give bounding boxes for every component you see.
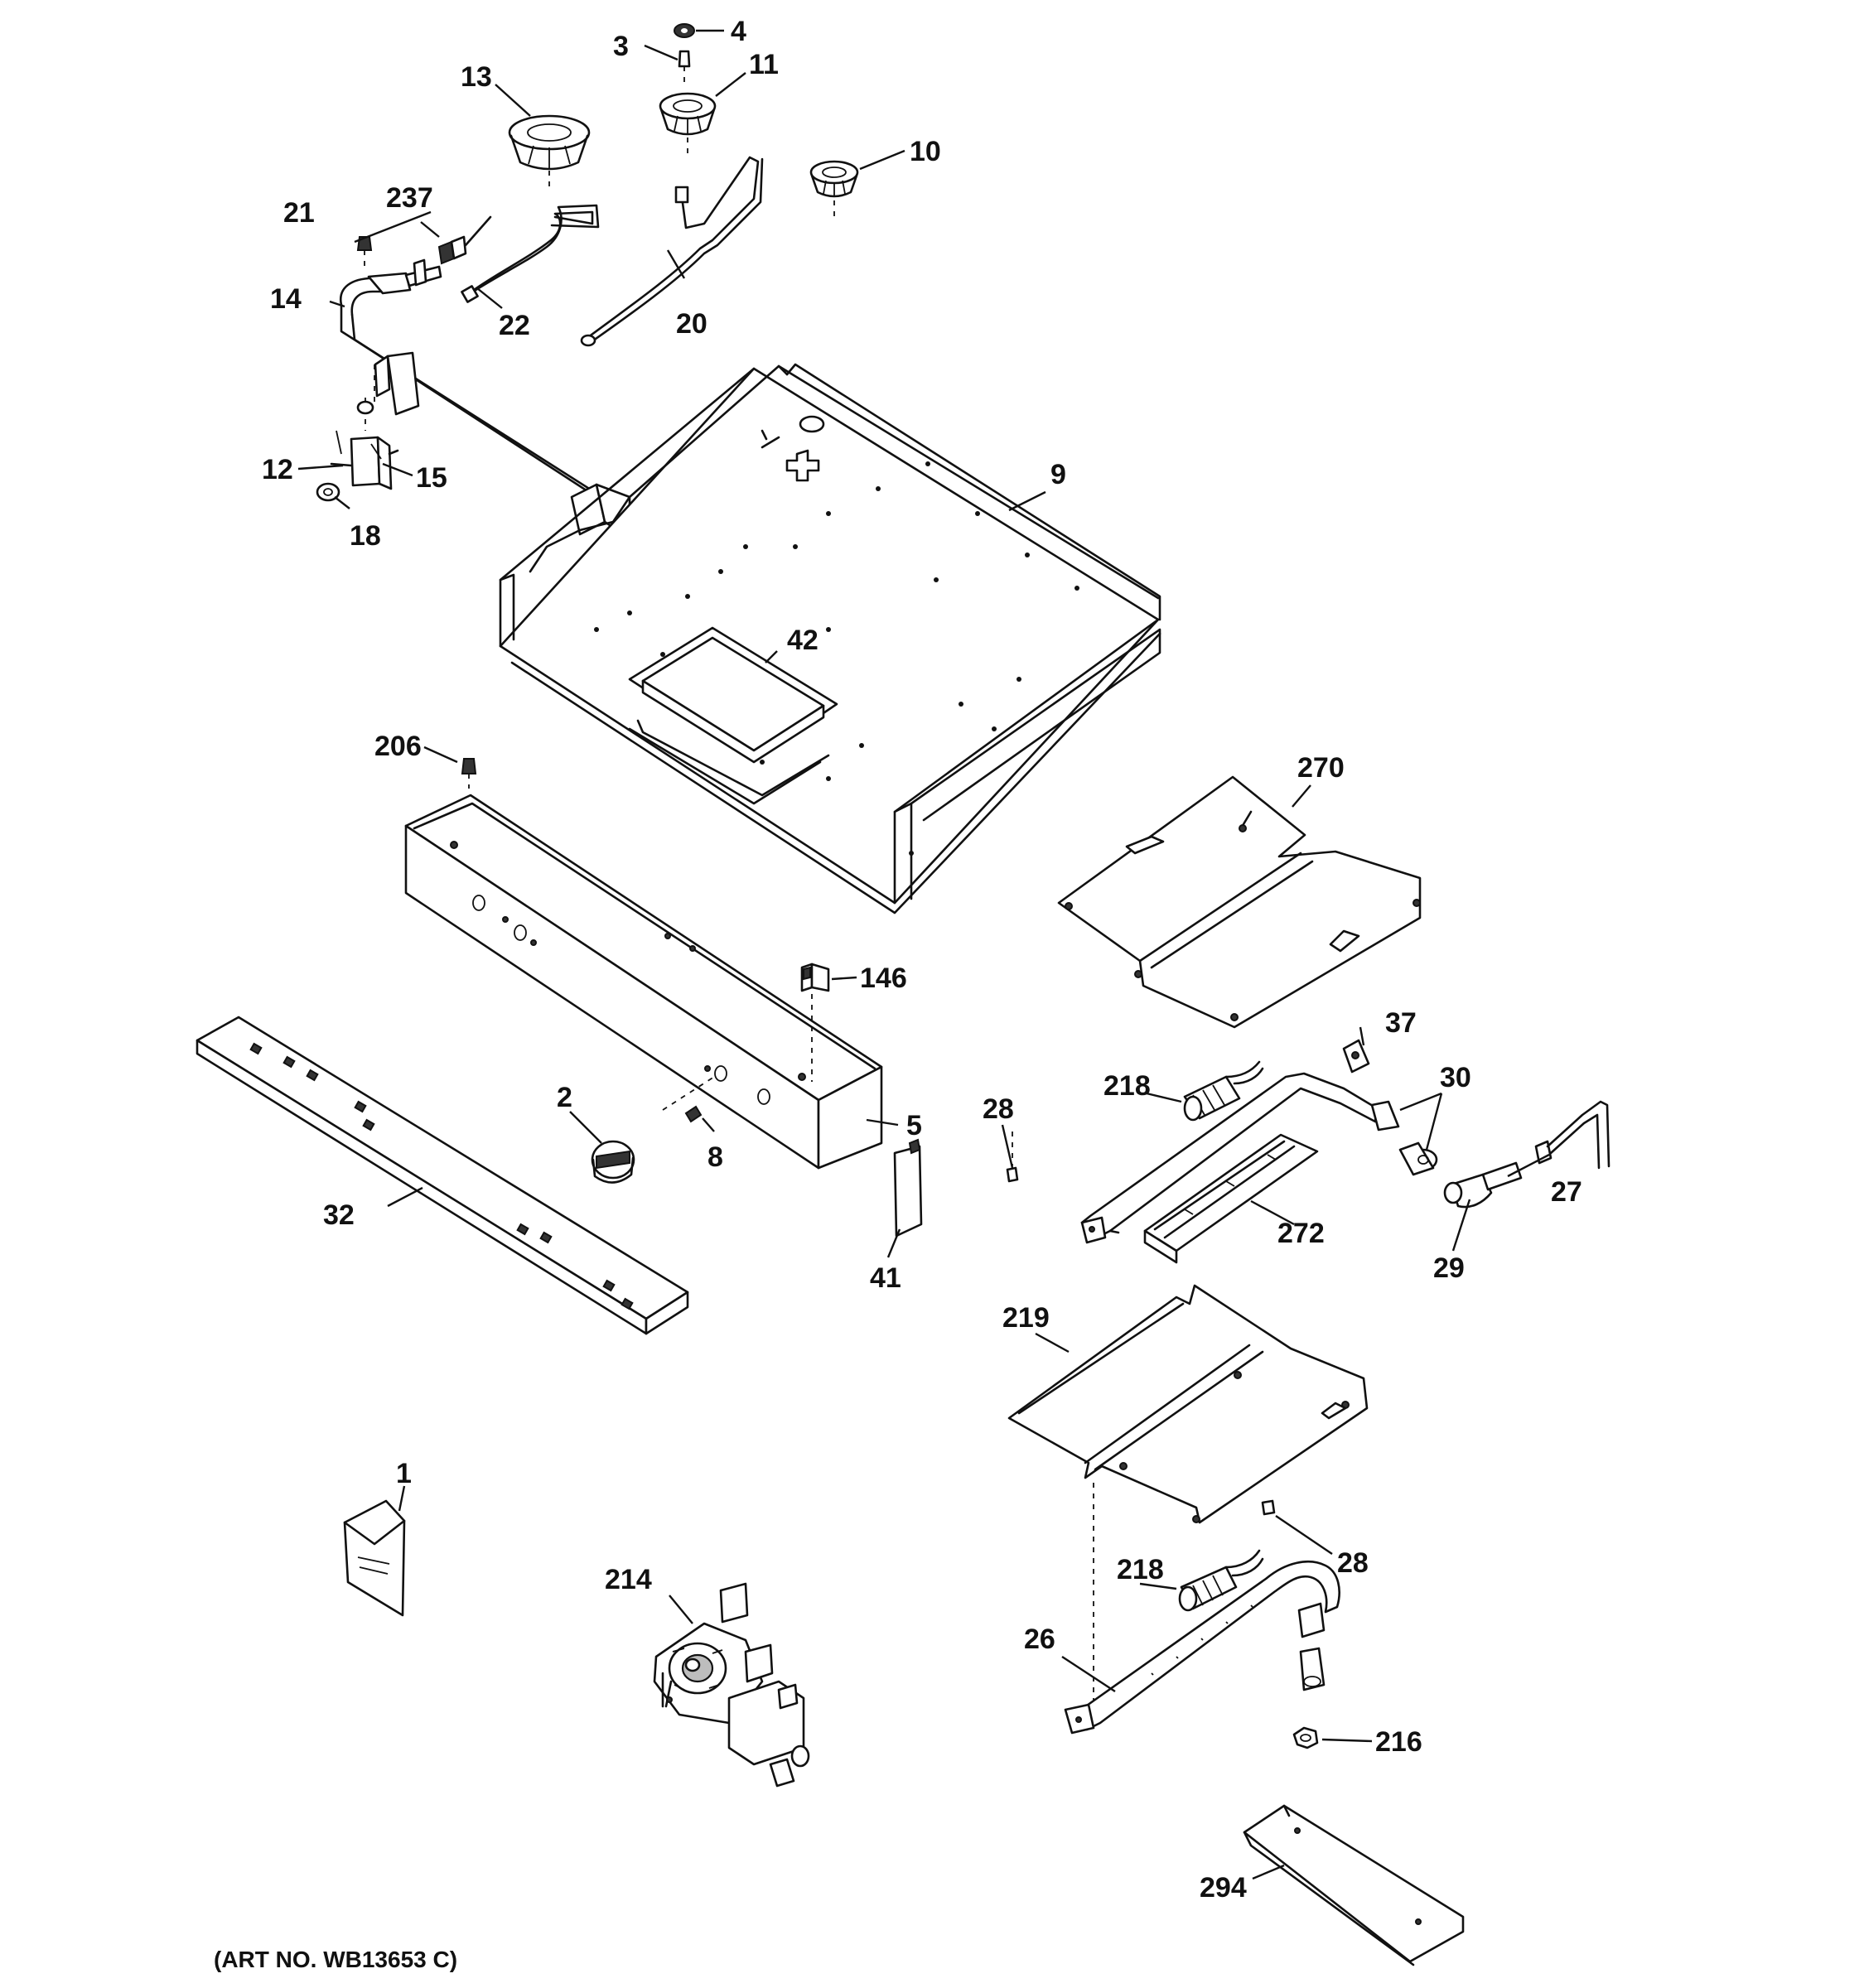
heat-shield-219	[1007, 1284, 1369, 1715]
callout-28-upper: 28	[983, 1093, 1014, 1125]
screw-3	[678, 50, 691, 83]
bracket-37	[1342, 1039, 1370, 1074]
callout-146: 146	[860, 963, 907, 994]
callout-9: 9	[1050, 459, 1066, 490]
gas-valve-214	[653, 1582, 810, 1788]
callout-13: 13	[461, 61, 492, 93]
fitting-27	[1534, 1100, 1610, 1170]
callout-218-upper: 218	[1103, 1070, 1151, 1102]
callout-32: 32	[323, 1199, 355, 1231]
gas-tube-22	[461, 204, 600, 303]
manifold-panel-5	[404, 794, 883, 1170]
callout-41: 41	[870, 1262, 901, 1294]
vent-42	[628, 626, 838, 805]
callout-3: 3	[613, 31, 629, 62]
burner-head-10	[809, 160, 859, 217]
igniter-218-lower	[1178, 1549, 1264, 1612]
screw-8	[684, 1105, 703, 1123]
callout-2: 2	[557, 1082, 572, 1113]
burner-box-9	[499, 363, 1161, 914]
callout-8: 8	[707, 1141, 723, 1173]
screw-21	[356, 236, 373, 267]
washer-18	[316, 482, 340, 502]
leader-lines	[297, 29, 1550, 1880]
callout-37: 37	[1385, 1007, 1417, 1039]
igniter-218-upper	[1183, 1060, 1264, 1122]
spreader-272	[1143, 1133, 1319, 1264]
callout-272: 272	[1277, 1218, 1325, 1249]
screw-28-lower	[1261, 1499, 1276, 1516]
callout-206: 206	[374, 731, 422, 762]
burner-head-11	[659, 92, 717, 159]
callout-10: 10	[910, 136, 941, 167]
callout-21: 21	[283, 197, 315, 229]
manifold-pipe-14	[339, 215, 664, 542]
gas-tube-20	[580, 156, 764, 347]
screw-28-upper	[1006, 1132, 1019, 1183]
callout-294: 294	[1200, 1872, 1247, 1904]
burner-tube-26	[1064, 1560, 1340, 1735]
callout-218-lower: 218	[1117, 1554, 1164, 1585]
trim-strip-32	[196, 1016, 689, 1335]
cap-nut-4	[674, 23, 695, 38]
callout-14: 14	[270, 283, 302, 315]
callout-22: 22	[499, 310, 530, 341]
callout-20: 20	[676, 308, 707, 340]
callout-15: 15	[416, 462, 447, 494]
callout-28-lower: 28	[1337, 1547, 1369, 1579]
callout-18: 18	[350, 520, 381, 552]
clip-146	[800, 963, 830, 992]
callout-11: 11	[749, 49, 779, 80]
callout-26: 26	[1024, 1624, 1055, 1655]
nut-216	[1292, 1726, 1319, 1749]
side-trim-41	[893, 1138, 923, 1238]
callout-216: 216	[1375, 1726, 1422, 1758]
callout-labels: 4 3 13 11 10 237 21 14 22 20 12 15 18 9 …	[262, 16, 1582, 1904]
elbow-29	[1443, 1161, 1523, 1209]
callout-237: 237	[386, 182, 433, 214]
callout-12: 12	[262, 454, 293, 485]
valve-12-15	[330, 398, 399, 490]
callout-4: 4	[731, 16, 746, 47]
air-shutter-30	[1370, 1100, 1438, 1176]
burner-head-13	[508, 114, 591, 189]
screw-206	[461, 758, 477, 789]
callout-5: 5	[906, 1110, 922, 1141]
callout-219: 219	[1002, 1302, 1050, 1334]
callout-27: 27	[1551, 1176, 1582, 1208]
callout-270: 270	[1297, 752, 1345, 784]
callout-42: 42	[787, 625, 819, 656]
callout-1: 1	[396, 1458, 412, 1489]
literature-bag-1	[343, 1499, 406, 1617]
art-number: (ART NO. WB13653 C)	[214, 1947, 458, 1972]
callout-30: 30	[1440, 1062, 1471, 1093]
callout-214: 214	[605, 1564, 652, 1595]
heat-shield-270	[1057, 775, 1422, 1029]
callout-29: 29	[1433, 1252, 1465, 1284]
knob-2	[591, 1140, 635, 1184]
bracket-294	[1243, 1804, 1465, 1966]
